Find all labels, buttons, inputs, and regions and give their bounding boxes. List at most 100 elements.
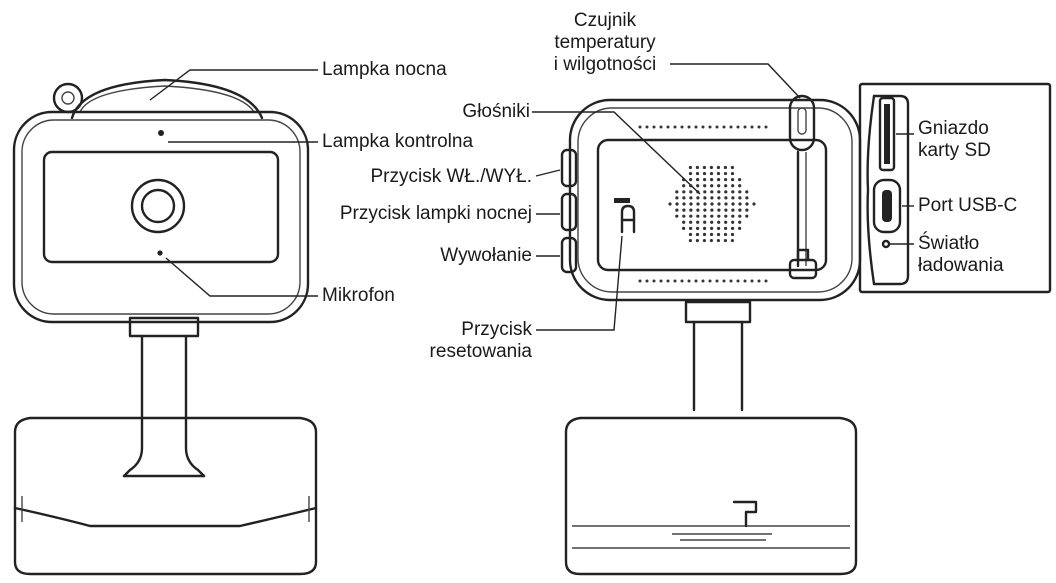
- grille-dot: [689, 214, 693, 218]
- grille-dot: [724, 226, 728, 230]
- grille-dot: [638, 125, 642, 129]
- grille-dot: [743, 279, 747, 283]
- label-power-button: Przycisk WŁ./WYŁ.: [370, 166, 532, 187]
- grille-dot: [696, 202, 700, 206]
- leader-night-light: [149, 69, 318, 101]
- grille-dot: [717, 220, 721, 224]
- back-call-button: [560, 236, 578, 274]
- back-base: [564, 416, 858, 576]
- grille-dot: [724, 190, 728, 194]
- grille-dot: [723, 232, 728, 237]
- grille-dot: [738, 184, 742, 188]
- front-base-groove: [13, 506, 318, 528]
- grille-dot: [710, 202, 714, 206]
- grille-dot: [715, 279, 719, 283]
- label-speakers: Głośniki: [462, 101, 530, 122]
- front-stand: [122, 334, 144, 478]
- side-inset: [858, 82, 1052, 294]
- grille-dot: [731, 214, 735, 218]
- grille-dot: [695, 232, 700, 237]
- grille-dot: [730, 232, 735, 237]
- label-microphone: Mikrofon: [322, 285, 395, 306]
- grille-dot: [745, 214, 749, 218]
- front-indicator-led: [158, 130, 164, 136]
- label-night-light-button: Przycisk lampki nocnej: [339, 203, 532, 224]
- label-usb-port: Port USB-C: [918, 195, 1018, 216]
- grille-dot: [659, 125, 663, 129]
- grille-dot: [738, 196, 742, 200]
- grille-dot: [738, 226, 742, 230]
- back-bottom-grille: [638, 279, 768, 283]
- grille-dot: [682, 196, 686, 200]
- grille-dot: [750, 279, 754, 283]
- grille-dot: [702, 171, 707, 176]
- grille-dot: [710, 214, 714, 218]
- grille-dot: [723, 238, 728, 243]
- sd-card-slot: [878, 96, 896, 172]
- grille-dot: [673, 125, 677, 129]
- grille-dot: [689, 196, 693, 200]
- grille-dot: [716, 171, 721, 176]
- back-power-button: [560, 148, 578, 188]
- grille-dot: [689, 226, 693, 230]
- grille-dot: [703, 190, 707, 194]
- grille-dot: [710, 196, 714, 200]
- grille-dot: [717, 178, 721, 182]
- grille-dot: [702, 238, 707, 243]
- grille-dot: [717, 190, 721, 194]
- grille-dot: [687, 279, 691, 283]
- back-reset-button: [614, 198, 630, 203]
- grille-dot: [738, 190, 742, 194]
- grille-dot: [682, 184, 686, 188]
- grille-dot: [724, 220, 728, 224]
- leader-power-button: [535, 169, 561, 177]
- side-profile: [866, 94, 876, 286]
- grille-dot: [745, 196, 749, 200]
- grille-dot: [717, 184, 721, 188]
- grille-dot: [638, 279, 642, 283]
- grille-dot: [673, 279, 677, 283]
- grille-dot: [709, 232, 714, 237]
- grille-dot: [731, 184, 735, 188]
- back-inner-panel: [596, 138, 828, 272]
- grille-dot: [730, 238, 735, 243]
- grille-dot: [724, 208, 728, 212]
- grille-dot: [689, 208, 693, 212]
- front-lens: [130, 178, 186, 234]
- grille-dot: [703, 214, 707, 218]
- leader-sensor: [670, 63, 801, 99]
- label-indicator-light: Lampka kontrolna: [322, 131, 474, 152]
- grille-dot: [682, 208, 686, 212]
- grille-dot: [689, 190, 693, 194]
- front-base: [13, 416, 318, 576]
- charging-led: [881, 239, 891, 249]
- grille-dot: [675, 202, 679, 206]
- grille-dot: [695, 171, 700, 176]
- front-loop: [52, 82, 84, 114]
- back-speaker-grille: [668, 165, 756, 243]
- back-view: [560, 94, 862, 576]
- grille-dot: [689, 202, 693, 206]
- grille-dot: [764, 279, 768, 283]
- grille-dot: [710, 220, 714, 224]
- grille-dot: [717, 214, 721, 218]
- leader-speakers: [532, 111, 701, 195]
- grille-dot: [757, 279, 761, 283]
- back-stand: [692, 320, 744, 412]
- grille-dot: [696, 184, 700, 188]
- grille-dot: [731, 190, 735, 194]
- grille-dot: [702, 165, 707, 170]
- grille-dot: [709, 238, 714, 243]
- grille-dot: [682, 214, 686, 218]
- grille-dot: [724, 196, 728, 200]
- grille-dot: [682, 202, 686, 206]
- grille-dot: [688, 165, 693, 170]
- grille-dot: [717, 196, 721, 200]
- grille-dot: [701, 279, 705, 283]
- grille-dot: [729, 125, 733, 129]
- front-microphone-hole: [157, 250, 163, 256]
- grille-dot: [696, 208, 700, 212]
- front-body: [12, 110, 310, 324]
- grille-dot: [689, 220, 693, 224]
